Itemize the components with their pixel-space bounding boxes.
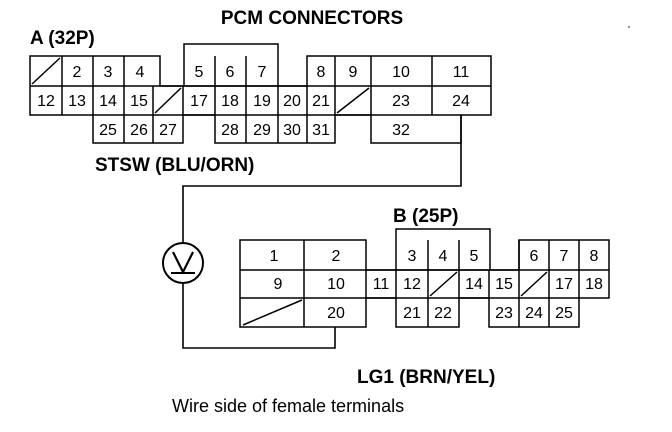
terminal-a17: 17	[190, 93, 208, 110]
connector-a-label: A (32P)	[30, 28, 95, 49]
terminal-b9: 9	[274, 276, 283, 293]
terminal-b10: 10	[327, 276, 345, 293]
terminal-a27: 27	[159, 122, 177, 139]
terminal-b24: 24	[525, 305, 543, 322]
terminal-b12: 12	[403, 276, 421, 293]
terminal-b18: 18	[585, 276, 603, 293]
empty-cavity-a16	[154, 87, 182, 114]
terminal-a7: 7	[258, 64, 267, 81]
terminal-a3: 3	[104, 64, 113, 81]
terminal-b7: 7	[560, 248, 569, 265]
connector-b-label: B (25P)	[393, 206, 458, 227]
terminal-a19: 19	[253, 93, 271, 110]
terminal-a24: 24	[452, 93, 470, 110]
terminal-a11: 11	[453, 64, 470, 81]
terminal-b1: 1	[270, 248, 279, 265]
terminal-b25: 25	[555, 305, 573, 322]
terminal-b23: 23	[495, 305, 513, 322]
connector-a: 2 3 4 5 6 7 8 9 10 11 12 13 14 15 17 18 …	[29, 43, 492, 144]
terminal-a13: 13	[68, 93, 86, 110]
terminal-a2: 2	[73, 64, 82, 81]
test-lead-lg1	[182, 284, 336, 349]
terminal-b14: 14	[465, 276, 483, 293]
terminal-a14: 14	[99, 93, 117, 110]
terminal-b8: 8	[590, 248, 599, 265]
terminal-a15: 15	[130, 93, 148, 110]
terminal-a31: 31	[312, 122, 330, 139]
terminal-b20: 20	[327, 305, 345, 322]
wire-lg1-label: LG1 (BRN/YEL)	[357, 367, 495, 388]
wire-stsw-label: STSW (BLU/ORN)	[95, 155, 254, 176]
terminal-a10: 10	[392, 64, 410, 81]
terminal-a9: 9	[349, 64, 358, 81]
terminal-b22: 22	[434, 305, 452, 322]
terminal-b11: 11	[373, 276, 390, 293]
terminal-a20: 20	[283, 93, 301, 110]
terminal-b15: 15	[495, 276, 513, 293]
terminal-b5: 5	[470, 248, 479, 265]
terminal-a26: 26	[130, 122, 148, 139]
empty-cavity-a22	[336, 87, 370, 114]
terminal-b6: 6	[530, 248, 539, 265]
terminal-a29: 29	[253, 122, 271, 139]
terminal-b17: 17	[555, 276, 573, 293]
test-lead-stsw	[182, 115, 462, 243]
empty-cavity-a1	[31, 57, 61, 85]
stray-dot	[628, 26, 630, 28]
terminal-b2: 2	[332, 248, 341, 265]
terminal-a4: 4	[136, 64, 145, 81]
terminal-a6: 6	[226, 64, 235, 81]
terminal-b3: 3	[408, 248, 417, 265]
connector-b: 1 2 3 4 5 6 7 8 9 10 11 12 14 15 17 18 2…	[239, 228, 610, 328]
terminal-a21: 21	[312, 93, 330, 110]
terminal-b4: 4	[439, 248, 448, 265]
terminal-a23: 23	[392, 93, 410, 110]
voltmeter-icon	[162, 242, 204, 284]
terminal-a30: 30	[283, 122, 301, 139]
terminal-a28: 28	[221, 122, 239, 139]
terminal-a32: 32	[392, 122, 410, 139]
empty-cavity-b16	[520, 271, 548, 297]
diagram-title: PCM CONNECTORS	[221, 8, 403, 29]
terminal-a12: 12	[37, 93, 55, 110]
terminal-a5: 5	[195, 64, 204, 81]
empty-cavity-b13	[429, 271, 458, 297]
terminal-b21: 21	[403, 305, 421, 322]
empty-cavity-b19	[242, 299, 303, 326]
terminal-a25: 25	[99, 122, 117, 139]
terminal-a18: 18	[221, 93, 239, 110]
figure-caption: Wire side of female terminals	[172, 396, 404, 416]
terminal-a8: 8	[317, 64, 326, 81]
